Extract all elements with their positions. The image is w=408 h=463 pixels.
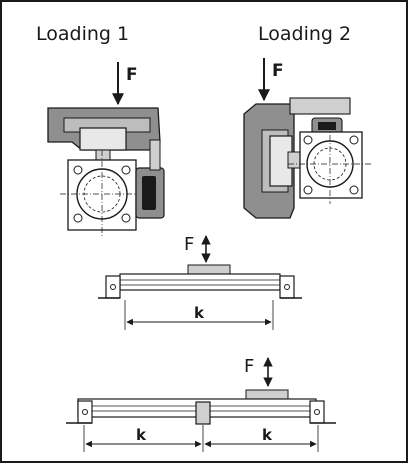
loading-1-rail-foot: [95, 149, 111, 161]
bottom-carriage: [245, 389, 289, 400]
bottom-beam-group: F k k: [66, 356, 336, 452]
middle-span-label: k: [194, 304, 205, 322]
loading-1-rail: [79, 127, 127, 151]
loading-1-group: Loading 1 F: [36, 23, 165, 236]
middle-beam: [119, 273, 281, 291]
loading-2-group: Loading 2 F: [243, 23, 372, 219]
middle-beam-group: F k: [98, 234, 302, 330]
bottom-force-label: F: [244, 356, 254, 377]
middle-force-label: F: [184, 234, 194, 255]
middle-carriage: [187, 264, 231, 275]
bottom-support-center: [195, 401, 211, 425]
loading-2-force-label: F: [272, 61, 284, 81]
loading-1-force-label: F: [126, 65, 138, 85]
loading-1-title: Loading 1: [36, 23, 129, 45]
bottom-span-right-label: k: [262, 426, 273, 444]
bottom-span-left-label: k: [136, 426, 147, 444]
loading-2-title: Loading 2: [258, 23, 351, 45]
